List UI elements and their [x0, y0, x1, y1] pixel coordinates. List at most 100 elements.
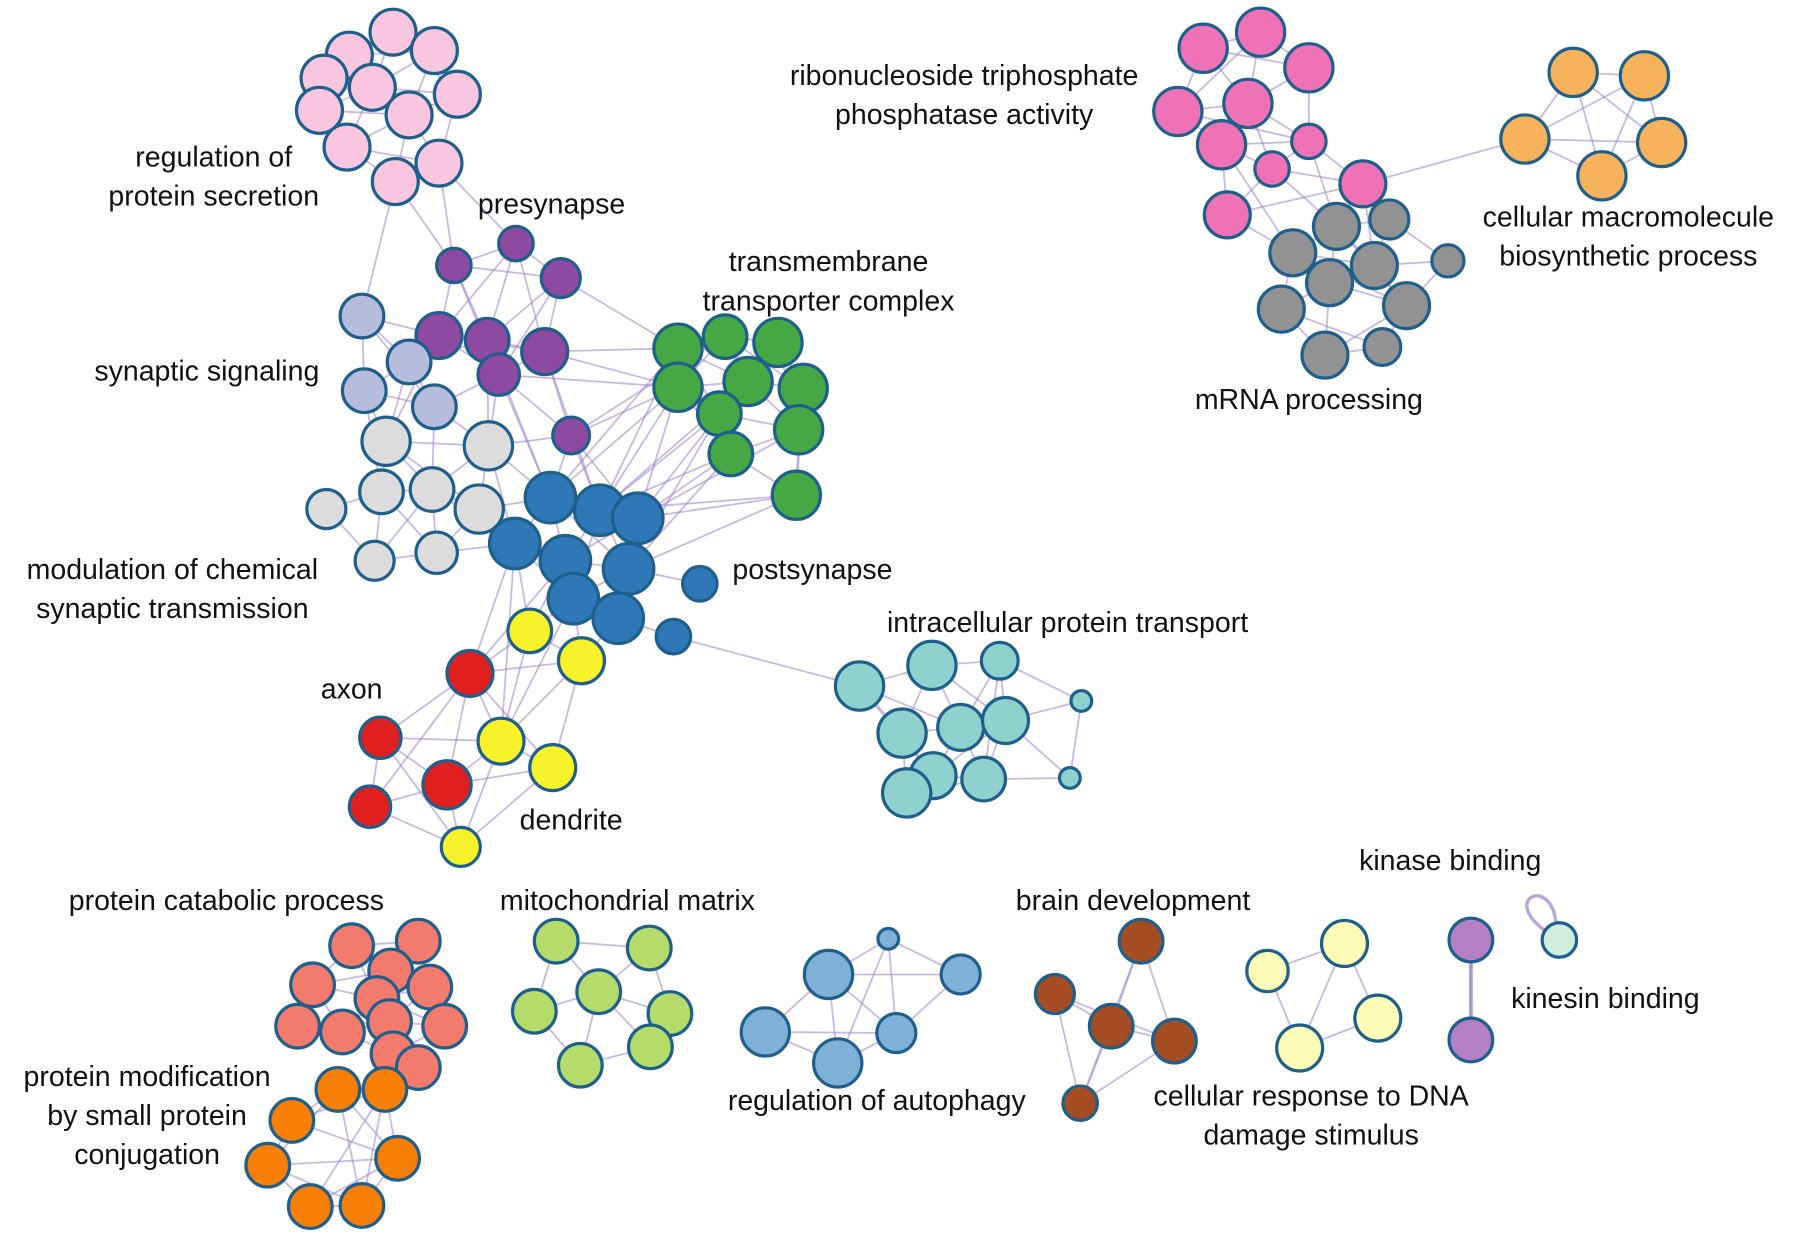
edge-inter-cluster [628, 494, 797, 570]
node-regulation-of-autophagy [811, 1037, 864, 1089]
label-cellular-macromolecule-biosynthetic-process: biosynthetic process [1499, 240, 1757, 272]
node-intracellular-protein-transport [980, 695, 1031, 746]
label-axon: axon [321, 674, 383, 706]
node-synaptic-signaling [385, 338, 433, 386]
node-ribonucleoside-triphosphate-phosphatase-activity [1152, 85, 1204, 138]
node-regulation-of-protein-secretion [294, 85, 345, 135]
label-cellular-response-to-dna-damage-stimulus: cellular response to DNA [1154, 1080, 1469, 1112]
node-axon [421, 759, 473, 811]
node-intracellular-protein-transport [833, 660, 886, 712]
label-transmembrane-transporter-complex: transporter complex [703, 285, 955, 317]
node-synaptic-signaling [340, 367, 388, 415]
label-ribonucleoside-triphosphate-phosphatase-activity: ribonucleoside triphosphate [790, 60, 1139, 92]
node-intracellular-protein-transport [906, 639, 958, 692]
node-intracellular-protein-transport [880, 767, 933, 819]
node-postsynapse [610, 491, 665, 546]
node-presynapse [435, 246, 473, 285]
node-cellular-macromolecule-biosynthetic-process [1635, 116, 1688, 169]
node-regulation-of-protein-secretion [384, 90, 434, 140]
network-nodes [244, 6, 1688, 1231]
node-regulation-of-protein-secretion [370, 156, 420, 207]
node-modulation-of-chemical-synaptic-transmission [453, 483, 505, 535]
node-intracellular-protein-transport [979, 640, 1020, 681]
node-transmembrane-transporter-complex [695, 390, 743, 438]
node-protein-modification-by-small-protein-conjugation [268, 1096, 316, 1144]
node-kinesin-binding [1540, 921, 1579, 959]
node-dendrite [506, 607, 554, 655]
node-transmembrane-transporter-complex [770, 469, 823, 522]
node-protein-modification-by-small-protein-conjugation [361, 1065, 409, 1113]
node-postsynapse [546, 571, 601, 626]
node-mrna-processing [1256, 284, 1306, 334]
node-dendrite [476, 716, 526, 766]
node-brain-development [1117, 917, 1165, 965]
edge-inter-cluster [379, 737, 462, 848]
label-cellular-response-to-dna-damage-stimulus: damage stimulus [1203, 1120, 1418, 1152]
node-mrna-processing [1311, 201, 1362, 251]
label-protein-modification-by-small-protein-conjugation: protein modification [24, 1061, 271, 1093]
edge-axon [369, 672, 471, 808]
node-modulation-of-chemical-synaptic-transmission [305, 487, 348, 531]
node-presynapse [476, 352, 522, 397]
node-mitochondrial-matrix [532, 917, 580, 965]
edge-inter-cluster [500, 543, 516, 742]
node-mrna-processing [1362, 327, 1403, 368]
node-mrna-processing [1430, 243, 1466, 279]
node-protein-catabolic-process [274, 1002, 322, 1050]
node-mrna-processing [1349, 240, 1399, 291]
node-cellular-macromolecule-biosynthetic-process [1618, 50, 1671, 102]
node-modulation-of-chemical-synaptic-transmission [414, 530, 459, 576]
node-transmembrane-transporter-complex [652, 361, 704, 413]
node-intracellular-protein-transport [1069, 689, 1094, 713]
node-regulation-of-protein-secretion [432, 69, 482, 119]
node-mrna-processing [1268, 228, 1318, 278]
label-postsynapse: postsynapse [732, 554, 892, 586]
label-kinesin-binding: kinesin binding [1511, 983, 1700, 1015]
edge-inter-cluster [637, 428, 800, 520]
node-modulation-of-chemical-synaptic-transmission [360, 415, 412, 468]
label-intracellular-protein-transport: intracellular protein transport [887, 607, 1248, 639]
edge-intracellular-protein-transport [1068, 700, 1083, 779]
node-protein-catabolic-process [289, 961, 336, 1009]
label-dendrite: dendrite [520, 805, 623, 837]
node-mitochondrial-matrix [626, 1023, 674, 1071]
node-ribonucleoside-triphosphate-phosphatase-activity [1234, 6, 1287, 58]
label-protein-catabolic-process: protein catabolic process [69, 885, 384, 917]
node-mrna-processing [1300, 330, 1350, 380]
node-cellular-response-to-dna-damage-stimulus [1319, 918, 1370, 969]
node-postsynapse [680, 564, 719, 603]
node-ribonucleoside-triphosphate-phosphatase-activity [1290, 122, 1328, 161]
node-brain-development [1033, 972, 1077, 1016]
node-protein-modification-by-small-protein-conjugation [314, 1065, 362, 1113]
label-protein-modification-by-small-protein-conjugation: by small protein [47, 1100, 247, 1132]
edge-inter-cluster [673, 635, 860, 687]
node-intracellular-protein-transport [936, 702, 986, 752]
node-kinase-binding [1447, 916, 1495, 964]
label-regulation-of-protein-secretion: regulation of [135, 142, 292, 174]
label-modulation-of-chemical-synaptic-transmission: modulation of chemical [27, 554, 319, 586]
node-presynapse [551, 415, 592, 456]
node-dendrite [439, 825, 482, 869]
node-dendrite [528, 743, 578, 793]
node-mitochondrial-matrix [556, 1041, 604, 1089]
node-transmembrane-transporter-complex [701, 313, 749, 361]
node-postsynapse [654, 617, 693, 656]
node-postsynapse [601, 541, 656, 596]
edge-self-loop-kinesin-binding [1525, 894, 1558, 932]
node-regulation-of-autophagy [876, 926, 901, 951]
node-kinase-binding [1447, 1016, 1495, 1064]
node-mitochondrial-matrix [625, 924, 673, 972]
node-intracellular-protein-transport [1057, 766, 1082, 790]
node-protein-catabolic-process [319, 1008, 366, 1056]
node-protein-catabolic-process [394, 917, 442, 965]
node-axon [347, 784, 393, 829]
node-protein-modification-by-small-protein-conjugation [286, 1183, 334, 1231]
node-presynapse [539, 256, 582, 300]
edge-inter-cluster [498, 373, 679, 389]
node-presynapse [497, 224, 535, 263]
node-ribonucleoside-triphosphate-phosphatase-activity [1222, 77, 1274, 130]
label-kinase-binding: kinase binding [1359, 845, 1541, 877]
node-synaptic-signaling [338, 292, 386, 340]
node-regulation-of-autophagy [802, 948, 855, 1001]
